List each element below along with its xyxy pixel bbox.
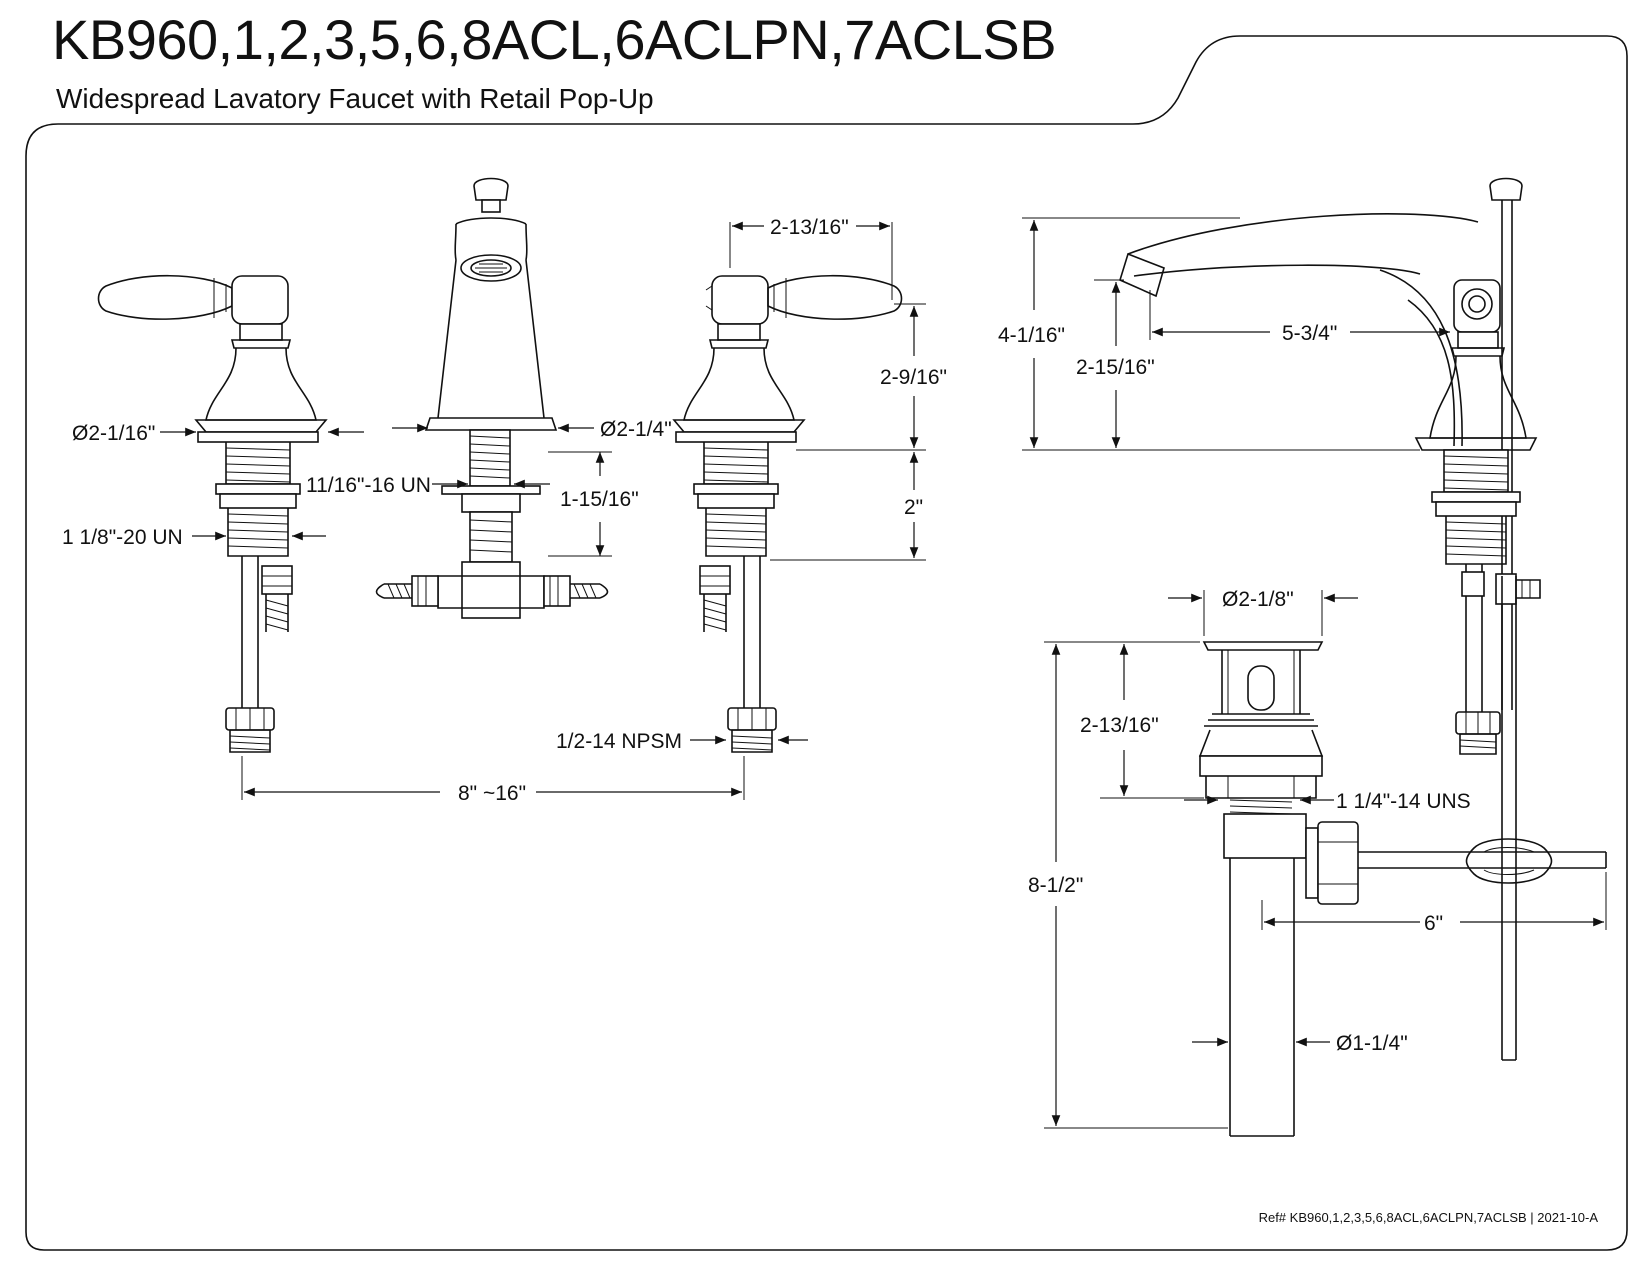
- label-shank-len: 2": [904, 496, 923, 519]
- label-drain-thread: 1 1/4"-14 UNS: [1336, 790, 1471, 813]
- pop-up-drain: [1198, 641, 1607, 1137]
- page-title: KB960,1,2,3,5,6,8ACL,6ACLPN,7ACLSB: [52, 8, 1057, 71]
- dimension-labels: Ø2-1/16" 1 1/8"-20 UN Ø2-1/4" 11/16"-16 …: [62, 216, 1471, 1055]
- label-spout-thread: 11/16"-16 UN: [306, 474, 431, 497]
- spout-front-view: [375, 177, 609, 619]
- label-handle-base-dia: Ø2-1/16": [72, 422, 155, 445]
- label-pivot-rod-len: 6": [1424, 912, 1443, 935]
- right-handle-valve: [672, 274, 903, 753]
- label-spout-base-dia: Ø2-1/4": [600, 418, 672, 441]
- label-handle-reach: 2-13/16": [770, 216, 849, 239]
- drawing-frame: [25, 35, 1628, 1251]
- left-handle-valve: [97, 274, 328, 753]
- label-drain-total-len: 8-1/2": [1028, 874, 1083, 897]
- label-drain-body-height: 2-13/16": [1080, 714, 1159, 737]
- faucet-side-view: [1119, 177, 1541, 1061]
- label-handle-thread: 1 1/8"-20 UN: [62, 526, 183, 549]
- label-inlet-thread: 1/2-14 NPSM: [556, 730, 682, 753]
- label-spout-shank-len: 1-15/16": [560, 488, 639, 511]
- label-tailpiece-dia: Ø1-1/4": [1336, 1032, 1408, 1055]
- label-spread: 8" ~16": [458, 782, 526, 805]
- label-handle-height: 2-9/16": [880, 366, 947, 389]
- label-drain-flange-dia: Ø2-1/8": [1222, 588, 1294, 611]
- dimension-lines: [160, 217, 1607, 1129]
- page-subtitle: Widespread Lavatory Faucet with Retail P…: [56, 83, 654, 114]
- reference-number: Ref# KB960,1,2,3,5,6,8ACL,6ACLPN,7ACLSB …: [1258, 1210, 1598, 1225]
- label-spout-reach: 5-3/4": [1282, 322, 1337, 345]
- label-spout-clearance: 2-15/16": [1076, 356, 1155, 379]
- label-faucet-height: 4-1/16": [998, 324, 1065, 347]
